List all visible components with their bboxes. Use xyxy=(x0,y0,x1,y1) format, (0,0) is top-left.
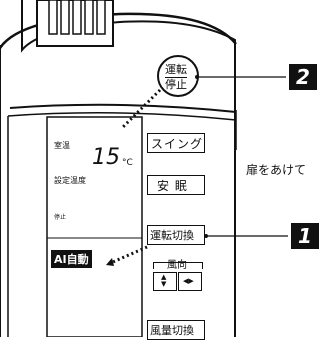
run-stop-label-top: 運転 xyxy=(165,63,187,78)
stop-indicator: 停止 xyxy=(54,214,67,221)
mode-switch-button[interactable]: 運転切換 xyxy=(147,225,205,245)
swing-button[interactable]: スイング xyxy=(147,133,205,153)
fan-switch-button[interactable]: 風量切換 xyxy=(147,320,205,340)
swing-button-label: スイング xyxy=(151,137,204,151)
fan-switch-label: 風量切換 xyxy=(150,324,194,337)
wind-up-down-button[interactable]: ▲▼ xyxy=(153,272,177,291)
room-temp-label: 室温 xyxy=(54,141,70,150)
temp-unit: °C xyxy=(122,158,133,168)
up-down-arrow-icon: ▲▼ xyxy=(161,273,167,288)
connector-strip xyxy=(36,0,114,47)
wind-direction-label: 風向 xyxy=(165,256,189,271)
run-stop-label-bottom: 停止 xyxy=(165,78,187,91)
sleep-button[interactable]: 安 眠 xyxy=(147,175,205,195)
wind-left-right-button[interactable]: ◀▶ xyxy=(178,272,202,291)
mode-switch-label: 運転切換 xyxy=(150,229,194,242)
door-note: 扉をあけて xyxy=(246,163,307,177)
run-stop-button[interactable]: 運転 停止 xyxy=(157,55,199,97)
sleep-button-label: 安 眠 xyxy=(157,179,188,193)
temp-value: 15 xyxy=(92,145,120,170)
step-1-badge: 1 xyxy=(291,223,319,249)
mode-label: AI自動 xyxy=(51,250,92,268)
step-2-badge: 2 xyxy=(289,64,317,90)
left-right-arrow-icon: ◀▶ xyxy=(183,277,194,285)
set-temp-label: 設定温度 xyxy=(54,176,86,185)
wind-direction-bracket xyxy=(153,262,203,269)
